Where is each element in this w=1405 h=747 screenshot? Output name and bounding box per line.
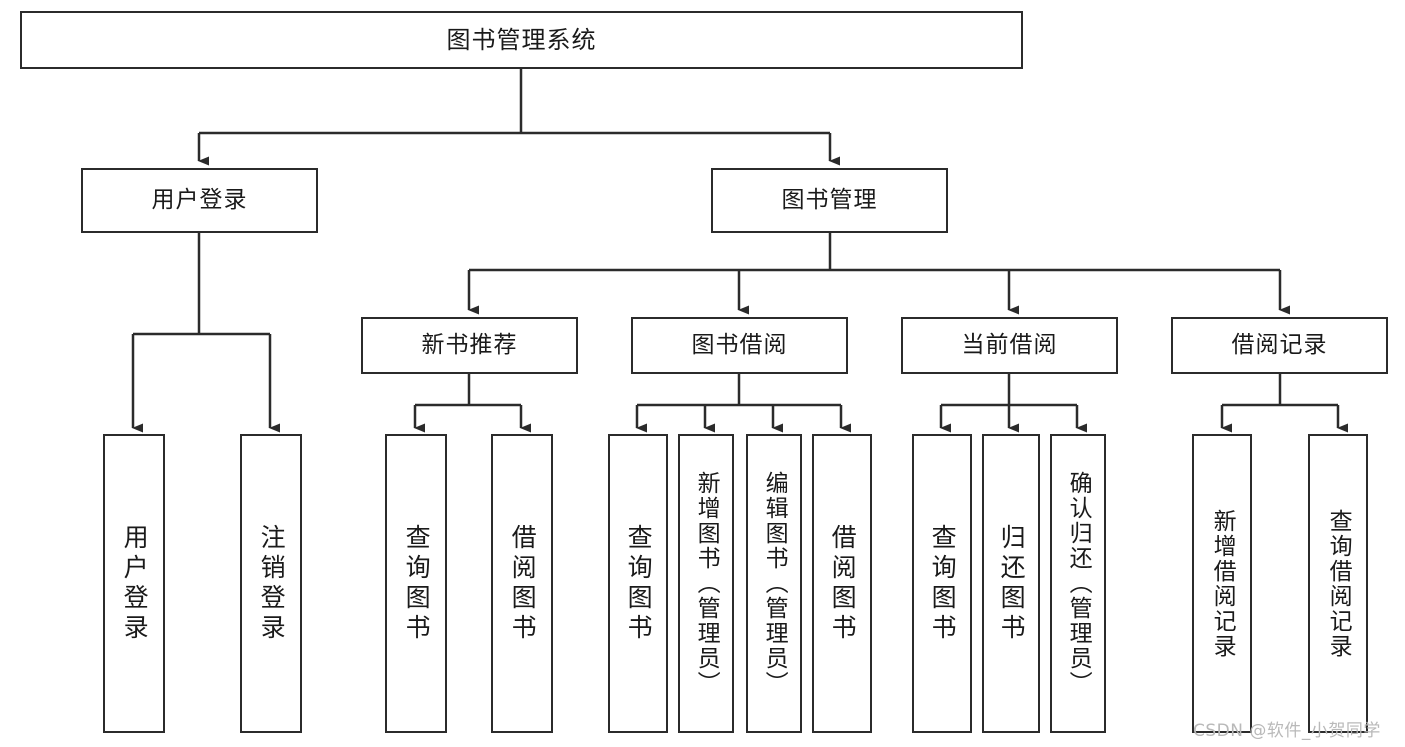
node-label: 确认归还（管理员） <box>1065 471 1092 696</box>
node-label: 借阅记录 <box>1231 331 1328 358</box>
node-label: 查询图书 <box>402 523 432 644</box>
node-label: 当前借阅 <box>961 331 1058 358</box>
leaf-logout[interactable]: 注销登录 <box>240 434 302 733</box>
node-label: 新书推荐 <box>421 331 518 358</box>
node-label: 查询图书 <box>624 523 654 644</box>
node-label: 借阅图书 <box>508 523 538 644</box>
node-label: 归还图书 <box>997 523 1027 644</box>
node-book-management[interactable]: 图书管理 <box>711 168 948 233</box>
node-label: 图书管理系统 <box>446 25 597 54</box>
leaf-confirm-return-admin[interactable]: 确认归还（管理员） <box>1050 434 1106 733</box>
node-label: 新增借阅记录 <box>1209 508 1236 659</box>
node-root-book-management-system[interactable]: 图书管理系统 <box>20 11 1023 69</box>
node-new-book-recommendation[interactable]: 新书推荐 <box>361 317 578 374</box>
leaf-user-login[interactable]: 用户登录 <box>103 434 165 733</box>
node-label: 图书借阅 <box>691 331 788 358</box>
node-label: 新增图书（管理员） <box>693 471 720 696</box>
node-label: 用户登录 <box>120 523 150 644</box>
leaf-query-books-new-book[interactable]: 查询图书 <box>385 434 447 733</box>
node-label: 查询借阅记录 <box>1325 508 1352 659</box>
node-current-borrowing[interactable]: 当前借阅 <box>901 317 1118 374</box>
node-label: 查询图书 <box>928 523 958 644</box>
node-label: 图书管理 <box>781 186 878 213</box>
watermark-text: CSDN @软件_小贺同学 <box>1193 721 1381 741</box>
leaf-query-borrowing-record[interactable]: 查询借阅记录 <box>1308 434 1368 733</box>
leaf-borrow-books-new-book[interactable]: 借阅图书 <box>491 434 553 733</box>
leaf-add-book-admin[interactable]: 新增图书（管理员） <box>678 434 734 733</box>
node-label: 用户登录 <box>151 186 248 213</box>
leaf-query-books-borrowing[interactable]: 查询图书 <box>608 434 668 733</box>
node-borrowing-record[interactable]: 借阅记录 <box>1171 317 1388 374</box>
leaf-return-books[interactable]: 归还图书 <box>982 434 1040 733</box>
node-label: 编辑图书（管理员） <box>761 471 788 696</box>
leaf-add-borrowing-record[interactable]: 新增借阅记录 <box>1192 434 1252 733</box>
node-label: 借阅图书 <box>828 523 858 644</box>
leaf-borrow-books-borrowing[interactable]: 借阅图书 <box>812 434 872 733</box>
leaf-query-books-current[interactable]: 查询图书 <box>912 434 972 733</box>
node-book-borrowing[interactable]: 图书借阅 <box>631 317 848 374</box>
leaf-edit-book-admin[interactable]: 编辑图书（管理员） <box>746 434 802 733</box>
node-user-login[interactable]: 用户登录 <box>81 168 318 233</box>
node-label: 注销登录 <box>257 523 287 644</box>
